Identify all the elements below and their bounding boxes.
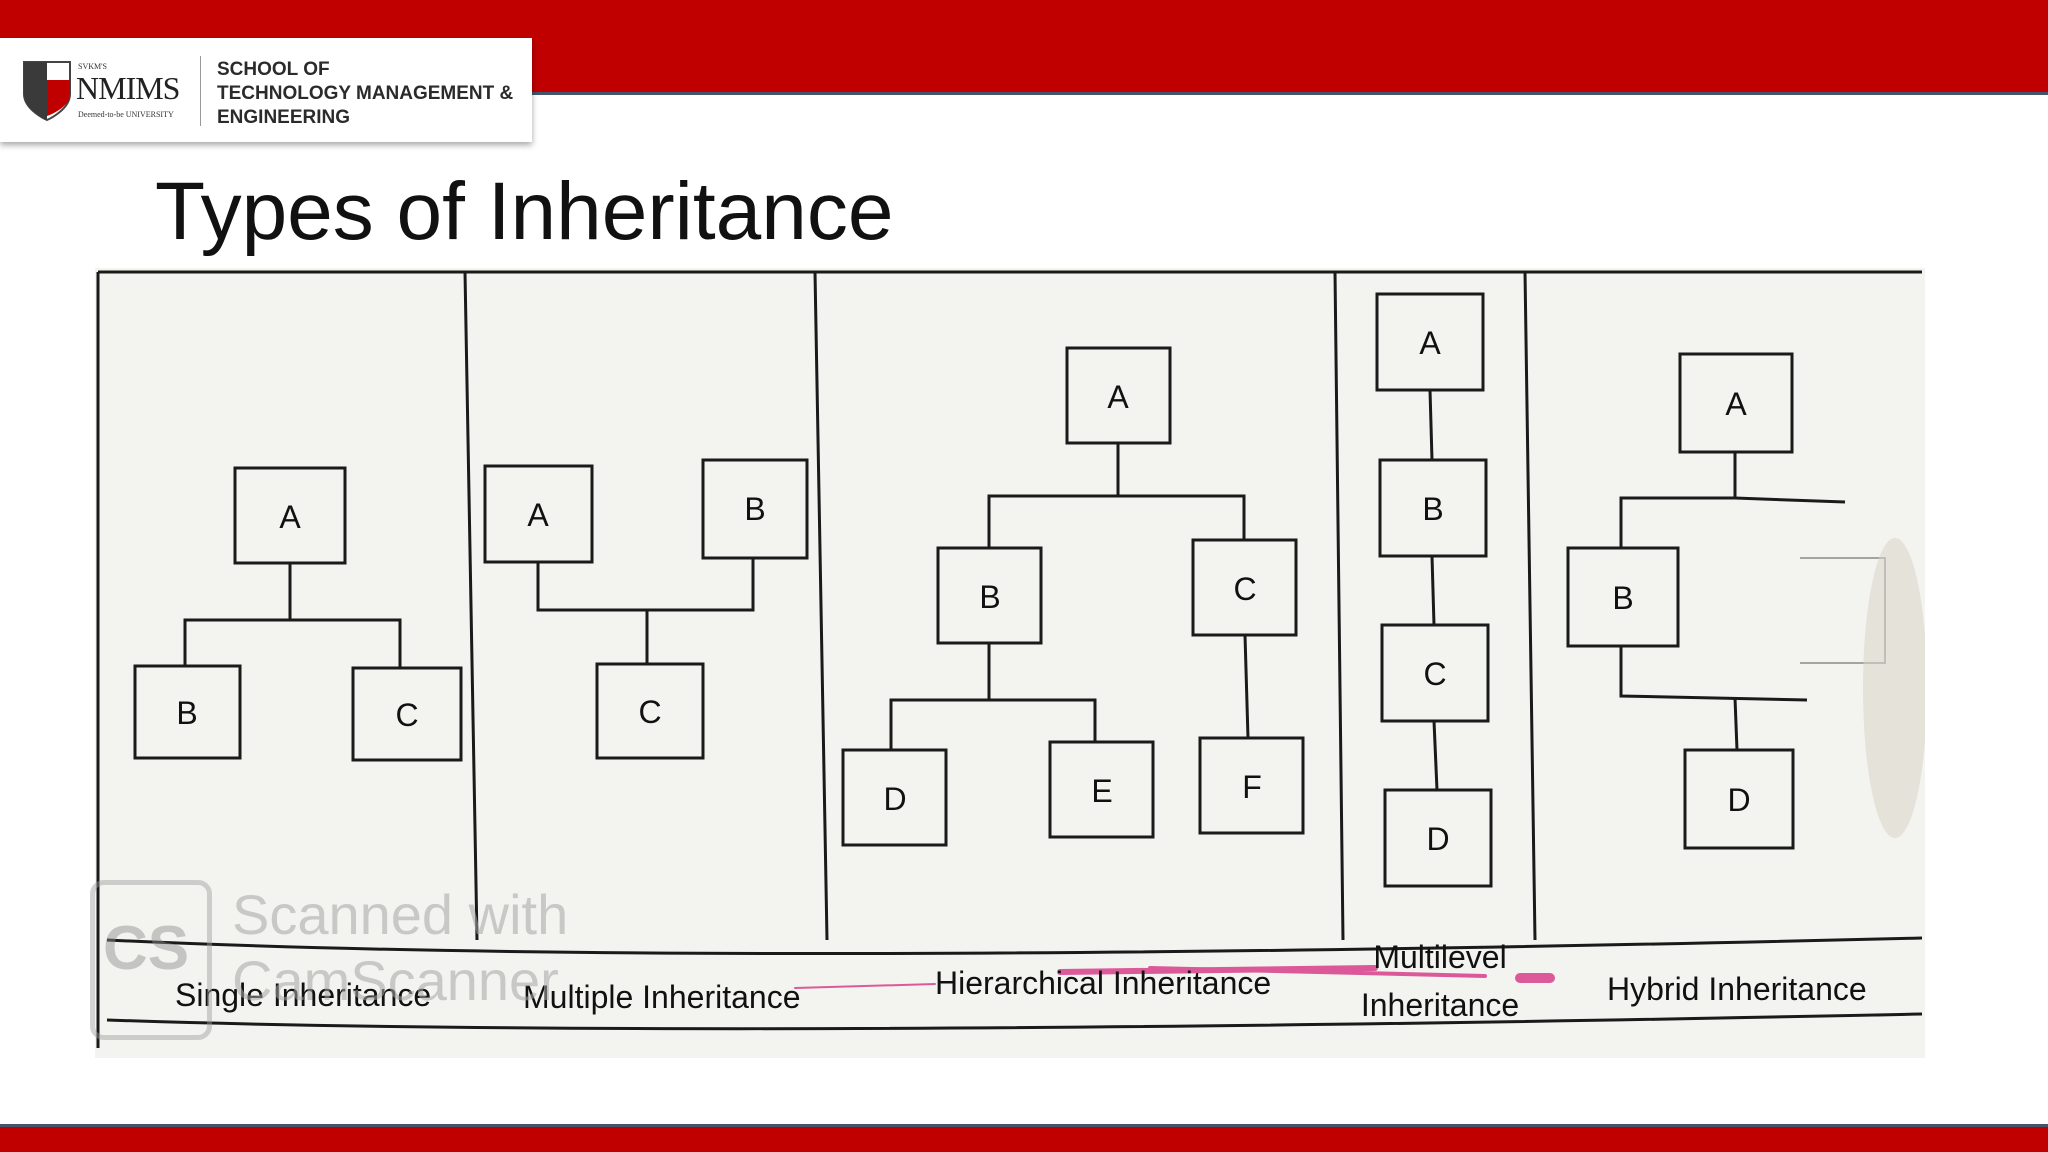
single-node-c-label: C — [395, 697, 418, 733]
top-accent-line — [0, 92, 2048, 95]
caption-single-inheritance: Single Inheritance — [175, 977, 431, 1013]
school-name-line-1: SCHOOL OF — [217, 59, 330, 80]
hierarchical-node-d-label: D — [883, 781, 906, 817]
inheritance-diagram-scan: A B C A B C A B C D E F A B C D A B D Si… — [95, 268, 1925, 1058]
multiple-node-b-label: B — [744, 491, 765, 527]
single-node-b-box — [133, 664, 242, 760]
multiple-node-a-label: A — [527, 497, 549, 533]
multilevel-node-b-label: B — [1422, 491, 1443, 527]
hierarchical-node-e-label: E — [1091, 773, 1112, 809]
camscanner-watermark-text: Scanned with CamScanner — [232, 882, 568, 1014]
caption-multiple-inheritance: Multiple Inheritance — [523, 979, 800, 1015]
multiple-node-c-box — [595, 662, 705, 760]
multilevel-node-c-label: C — [1423, 656, 1446, 692]
hybrid-node-a-label: A — [1725, 386, 1747, 422]
institution-logo-panel: SVKM'S NMIMS Deemed-to-be UNIVERSITY SCH… — [0, 38, 532, 142]
hybrid-node-d-label: D — [1727, 782, 1750, 818]
hierarchical-node-b-label: B — [979, 579, 1000, 615]
bottom-accent-line — [0, 1124, 2048, 1127]
hierarchical-node-c-label: C — [1233, 571, 1256, 607]
hybrid-node-b-box — [1566, 546, 1680, 648]
camscanner-watermark-logo: CS — [90, 880, 212, 1040]
caption-hierarchical-inheritance: Hierarchical Inheritance — [935, 965, 1271, 1001]
camscanner-logo-text: CS — [103, 914, 190, 983]
hierarchical-node-a-label: A — [1107, 379, 1129, 415]
inheritance-diagram: A B C A B C A B C D E F A B C D A B D Si… — [95, 268, 1925, 1058]
hierarchical-node-e-box — [1048, 740, 1155, 839]
logo-brand-name: NMIMS — [76, 70, 180, 106]
school-name-line-2: TECHNOLOGY MANAGEMENT & — [217, 83, 514, 104]
slide-title: Types of Inheritance — [155, 166, 894, 257]
multiple-node-b-box — [701, 458, 809, 560]
multilevel-node-d-label: D — [1426, 821, 1449, 857]
hybrid-node-b-label: B — [1612, 580, 1633, 616]
multilevel-node-d-box — [1383, 788, 1493, 888]
caption-multilevel-line-1: Multilevel — [1373, 939, 1506, 975]
hierarchical-node-d-box — [841, 748, 948, 847]
caption-multilevel-line-2: Inheritance — [1361, 987, 1519, 1023]
logo-group-name: SVKM'S — [78, 62, 108, 71]
watermark-line-1: Scanned with — [232, 883, 569, 946]
hierarchical-node-f-box — [1198, 736, 1305, 835]
hierarchical-node-f-label: F — [1242, 769, 1262, 805]
logo-tagline: Deemed-to-be UNIVERSITY — [78, 110, 174, 119]
multiple-node-c-label: C — [638, 694, 661, 730]
hybrid-node-d-box — [1683, 748, 1795, 850]
bottom-red-bar — [0, 1127, 2048, 1152]
school-name-line-3: ENGINEERING — [217, 107, 351, 128]
multilevel-node-a-label: A — [1419, 325, 1441, 361]
single-node-a-label: A — [279, 499, 301, 535]
school-name: SCHOOL OF TECHNOLOGY MANAGEMENT & ENGINE… — [217, 58, 513, 130]
single-node-c-box — [351, 666, 463, 762]
watermark-line-2: CamScanner — [232, 949, 559, 1012]
logo-separator — [200, 56, 201, 126]
single-node-b-label: B — [176, 695, 197, 731]
caption-hybrid-inheritance: Hybrid Inheritance — [1607, 971, 1867, 1007]
nmims-shield-icon — [23, 61, 71, 122]
